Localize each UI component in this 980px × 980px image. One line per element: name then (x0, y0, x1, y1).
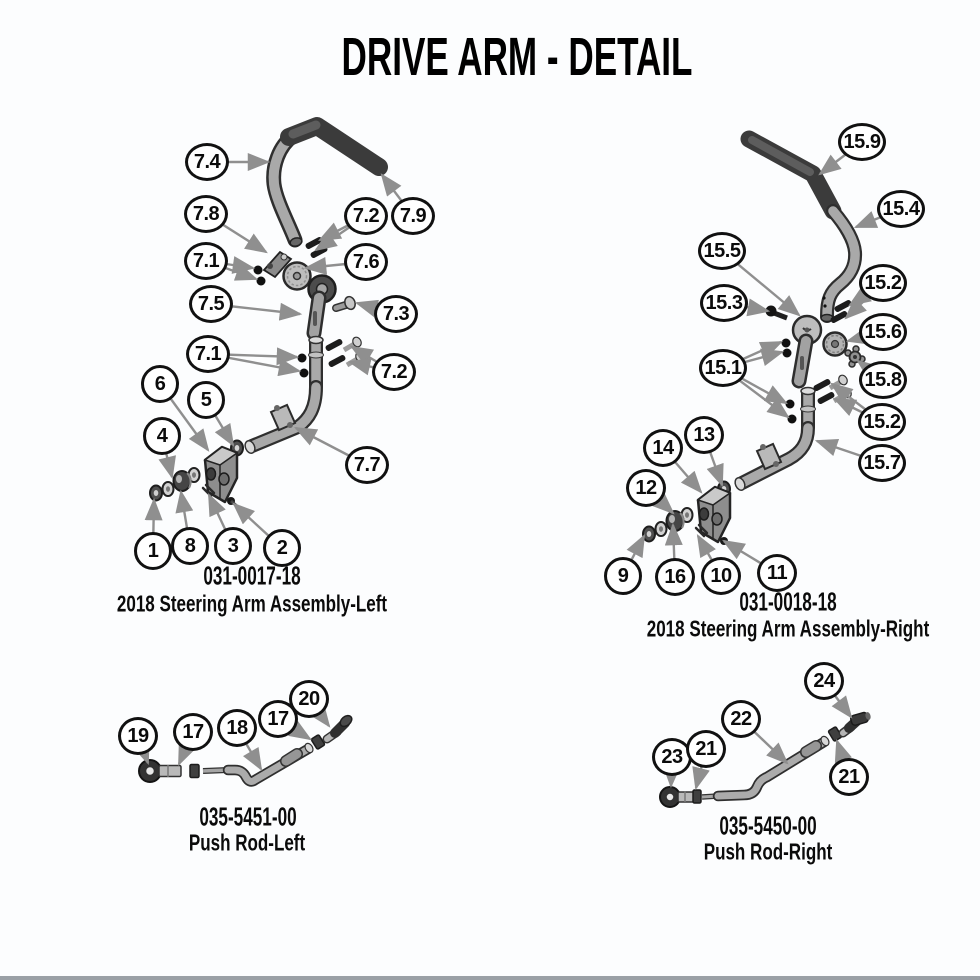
callout-steering-arm-left-7.6: 7.6 (344, 243, 388, 281)
callout-steering-arm-left-7.2: 7.2 (372, 353, 416, 391)
callout-steering-arm-left-7.1: 7.1 (184, 242, 228, 280)
callout-steering-arm-left-8: 8 (171, 527, 209, 565)
callout-steering-arm-left-6: 6 (141, 365, 179, 403)
callout-steering-arm-left-7.7: 7.7 (345, 446, 389, 484)
callout-steering-arm-right-15.4: 15.4 (877, 190, 925, 228)
bottom-border-bar (0, 976, 980, 980)
part-name-steering-arm-right: 2018 Steering Arm Assembly-Right (646, 615, 930, 642)
part-name-push-rod-left: Push Rod-Left (188, 829, 306, 856)
page-title: DRIVE ARM - DETAIL (341, 27, 693, 87)
callout-steering-arm-right-15.8: 15.8 (859, 361, 907, 399)
callout-push-rod-right-22: 22 (721, 700, 761, 738)
push-rod-left-art (138, 714, 353, 787)
push-rod-right-art (659, 711, 871, 808)
callout-push-rod-left-18: 18 (217, 709, 257, 747)
callout-steering-arm-right-15.6: 15.6 (859, 313, 907, 351)
callout-push-rod-right-24: 24 (804, 662, 844, 700)
callout-steering-arm-right-13: 13 (684, 416, 724, 454)
callout-push-rod-left-17: 17 (173, 713, 213, 751)
steering-arm-left-art (149, 117, 388, 509)
callout-steering-arm-right-16: 16 (655, 558, 695, 596)
callout-push-rod-right-21: 21 (686, 730, 726, 768)
callout-steering-arm-right-9: 9 (604, 557, 642, 595)
callout-steering-arm-right-15.9: 15.9 (838, 123, 886, 161)
callout-steering-arm-left-7.8: 7.8 (184, 195, 228, 233)
callout-steering-arm-left-7.1: 7.1 (186, 335, 230, 373)
callout-steering-arm-right-15.5: 15.5 (698, 232, 746, 270)
callout-steering-arm-left-1: 1 (134, 532, 172, 570)
callout-steering-arm-right-12: 12 (626, 469, 666, 507)
callout-steering-arm-left-5: 5 (187, 381, 225, 419)
callout-steering-arm-right-11: 11 (757, 554, 797, 592)
callout-steering-arm-left-7.2: 7.2 (344, 197, 388, 235)
callout-steering-arm-right-15.3: 15.3 (700, 284, 748, 322)
callout-steering-arm-left-3: 3 (214, 527, 252, 565)
part-name-push-rod-right: Push Rod-Right (703, 838, 833, 865)
callout-push-rod-left-19: 19 (118, 717, 158, 755)
part-name-steering-arm-left: 2018 Steering Arm Assembly-Left (116, 590, 388, 617)
callout-steering-arm-right-15.1: 15.1 (699, 349, 747, 387)
part-number-push-rod-left: 035-5451-00 (199, 801, 297, 832)
callout-steering-arm-right-14: 14 (643, 429, 683, 467)
callout-steering-arm-right-15.2: 15.2 (858, 403, 906, 441)
callout-steering-arm-right-15.7: 15.7 (858, 444, 906, 482)
part-number-steering-arm-right: 031-0018-18 (739, 586, 837, 617)
callout-steering-arm-left-2: 2 (263, 529, 301, 567)
callout-steering-arm-left-4: 4 (143, 417, 181, 455)
callout-push-rod-left-20: 20 (289, 680, 329, 718)
callout-steering-arm-left-7.5: 7.5 (189, 285, 233, 323)
callout-steering-arm-left-7.9: 7.9 (391, 197, 435, 235)
callout-steering-arm-right-15.2: 15.2 (859, 264, 907, 302)
callout-steering-arm-left-7.3: 7.3 (374, 295, 418, 333)
steering-arm-right-art (642, 130, 866, 549)
callout-steering-arm-right-10: 10 (701, 557, 741, 595)
callout-push-rod-right-21: 21 (829, 758, 869, 796)
callout-steering-arm-left-7.4: 7.4 (185, 143, 229, 181)
part-number-push-rod-right: 035-5450-00 (719, 810, 817, 841)
